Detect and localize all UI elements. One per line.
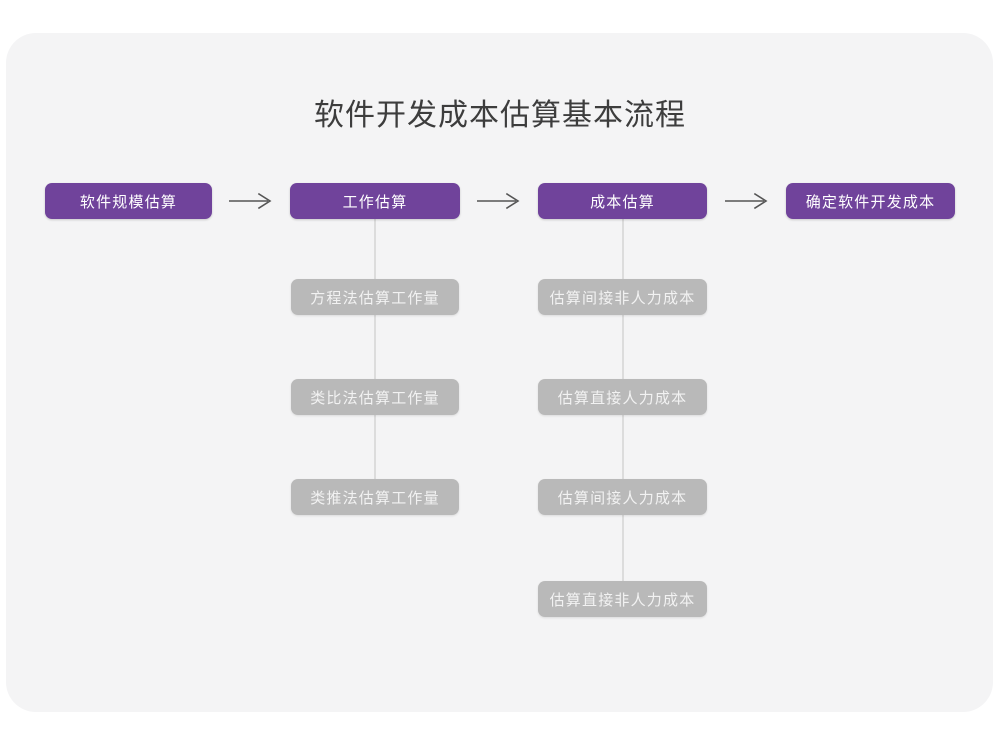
sub-step-label: 方程法估算工作量 [310, 288, 440, 307]
sub-step-label: 估算直接人力成本 [557, 388, 688, 407]
connector-line-column-1 [374, 219, 376, 481]
sub-step-c1-1[interactable]: 方程法估算工作量 [291, 279, 459, 315]
sub-step-c2-1[interactable]: 估算间接非人力成本 [538, 279, 707, 315]
main-step-label: 确定软件开发成本 [805, 192, 936, 211]
sub-step-label: 估算间接人力成本 [557, 488, 688, 507]
main-step-4[interactable]: 确定软件开发成本 [786, 183, 955, 219]
sub-step-c2-4[interactable]: 估算直接非人力成本 [538, 581, 707, 617]
arrow-step2-step3-icon [476, 191, 522, 211]
main-step-1[interactable]: 软件规模估算 [45, 183, 212, 219]
arrow-step3-step4-icon [724, 191, 770, 211]
sub-step-label: 类推法估算工作量 [310, 488, 440, 507]
main-step-label: 软件规模估算 [79, 192, 178, 211]
arrow-step1-step2-icon [228, 191, 274, 211]
sub-step-c2-2[interactable]: 估算直接人力成本 [538, 379, 707, 415]
main-step-3[interactable]: 成本估算 [538, 183, 707, 219]
sub-step-label: 类比法估算工作量 [310, 388, 440, 407]
sub-step-c2-3[interactable]: 估算间接人力成本 [538, 479, 707, 515]
sub-step-label: 估算直接非人力成本 [549, 590, 696, 609]
page-title: 软件开发成本估算基本流程 [314, 98, 686, 133]
main-step-2[interactable]: 工作估算 [290, 183, 460, 219]
main-step-label: 工作估算 [342, 192, 408, 211]
sub-step-c1-2[interactable]: 类比法估算工作量 [291, 379, 459, 415]
main-step-label: 成本估算 [590, 192, 655, 211]
sub-step-c1-3[interactable]: 类推法估算工作量 [291, 479, 459, 515]
sub-step-label: 估算间接非人力成本 [549, 288, 696, 307]
diagram-panel [6, 33, 993, 712]
